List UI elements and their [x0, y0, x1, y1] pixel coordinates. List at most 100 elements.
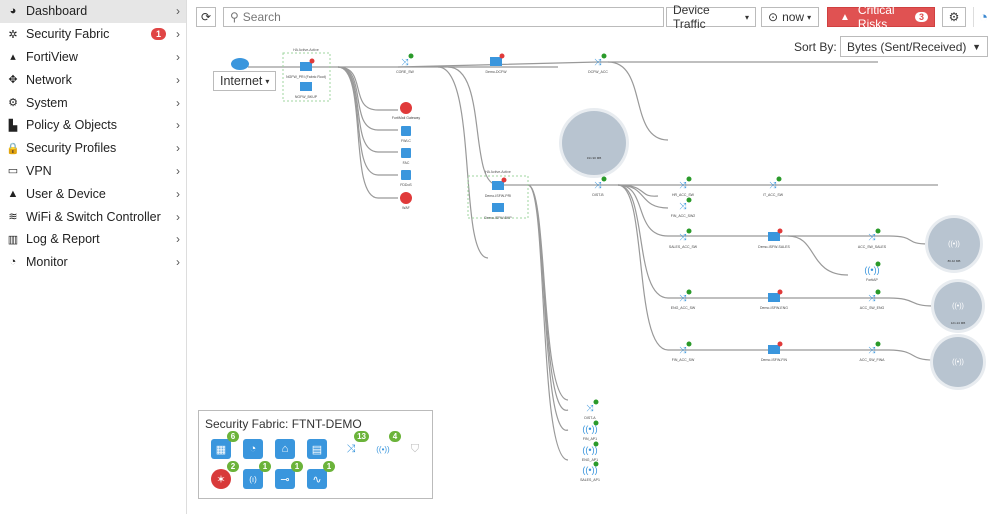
status-dot	[686, 341, 692, 347]
node-eng-ap1[interactable]: ((•))ENG_AP1	[582, 441, 599, 463]
node-label: FDDoS	[400, 183, 412, 187]
fortigate-icon[interactable]: ▦6	[211, 431, 239, 459]
chevron-right-icon: ›	[176, 95, 180, 110]
status-dot	[601, 53, 607, 59]
sidebar-item-monitor[interactable]: ◔Monitor›	[0, 251, 186, 274]
settings-button[interactable]: ⚙	[942, 7, 966, 27]
fortiwlc-icon[interactable]: (ı)1	[243, 461, 271, 489]
sidebar-item-security-profiles[interactable]: 🔒Security Profiles›	[0, 137, 186, 160]
svg-text:⤨: ⤨	[401, 57, 409, 67]
svg-text:((•)): ((•))	[864, 265, 879, 275]
status-dot	[875, 261, 881, 267]
fortiap-icon[interactable]: ((•))4	[373, 431, 401, 459]
node-ngfw-pri-fabric-root-[interactable]: NGFW_PRI (Fabric Root)	[286, 58, 326, 80]
node-it-acc-sw[interactable]: ⤨IT_ACC_SW	[763, 176, 784, 198]
traffic-bubble[interactable]: 191.90 MB	[559, 108, 629, 178]
sort-by-label: Sort By:	[794, 40, 837, 54]
node-dcfw-acc[interactable]: ⤨DCFW_ACC	[588, 53, 608, 75]
traffic-bubble[interactable]: ((•))86.42 MB	[925, 215, 983, 273]
search-input[interactable]: ⚲Search	[223, 7, 664, 27]
sidebar-item-system[interactable]: ⚙System›	[0, 91, 186, 114]
node-fddos[interactable]: FDDoS	[400, 170, 412, 187]
refresh-button[interactable]: ⟳	[196, 7, 216, 27]
sidebar-item-vpn[interactable]: ▭VPN›	[0, 160, 186, 183]
monitor-icon: ◔	[9, 256, 17, 269]
node-demo-dcfw[interactable]: Demo-DCFW	[486, 53, 508, 75]
chevron-right-icon: ›	[176, 118, 180, 133]
node-demo-isfw-fin[interactable]: Demo-ISFW-FIN	[761, 341, 787, 363]
node-eng-acc-sw[interactable]: ⤨ENG_ACC_SW	[671, 289, 696, 311]
link-line	[607, 61, 669, 141]
status-dot	[686, 197, 692, 203]
node-hr-acc-sw[interactable]: ⤨HR_ACC_SW	[672, 176, 695, 198]
sidebar-item-user-device[interactable]: ▲User & Device›	[0, 182, 186, 205]
node-sales-ap1[interactable]: ((•))SALES_AP1	[580, 461, 600, 483]
svg-text:⤨: ⤨	[679, 180, 687, 190]
status-dot	[309, 58, 315, 64]
fortisandbox-icon[interactable]: ⌂	[275, 439, 295, 459]
node-fwlc[interactable]: FWLC	[401, 126, 411, 143]
device-traffic-dropdown[interactable]: Device Traffic▾	[666, 3, 756, 31]
node-fac[interactable]: FAC	[401, 148, 411, 165]
sidebar-item-log-report[interactable]: ▥Log & Report›	[0, 228, 186, 251]
sidebar-item-dashboard[interactable]: ◕Dashboard›	[0, 0, 186, 23]
link-line	[787, 235, 849, 276]
policy-icon: ▙	[8, 119, 18, 132]
node-label: ACC_SW_FINA	[860, 358, 886, 362]
timer-icon[interactable]: ◔	[973, 7, 993, 27]
sidebar-item-fortiview[interactable]: ▴FortiView›	[0, 46, 186, 69]
time-dropdown[interactable]: ⊙now▾	[761, 7, 819, 27]
wifi-icon: ((•))	[952, 359, 964, 366]
node-fortiap[interactable]: ((•)) FortiAP	[864, 261, 881, 283]
link-line	[447, 66, 938, 186]
sidebar-item-network[interactable]: ✥Network›	[0, 68, 186, 91]
node-sales-acc-sw[interactable]: ⤨SALES_ACC_SW	[669, 228, 698, 250]
internet-dropdown[interactable]: Internet▾	[213, 71, 277, 91]
node-fin-acc-sw2[interactable]: ⤨FIN_ACC_SW2	[671, 197, 696, 219]
node-label: DIST-A	[584, 416, 596, 420]
node-demo-isfw-eng[interactable]: Demo-ISFW-ENG	[760, 289, 788, 311]
fortimanager-icon[interactable]: ▤	[307, 439, 327, 459]
sidebar-item-policy-objects[interactable]: ▙Policy & Objects›	[0, 114, 186, 137]
node-acc-sw-sales[interactable]: ⤨ACC_SW_SALES	[858, 228, 887, 250]
link-line	[617, 184, 929, 245]
node-fin-acc-sw[interactable]: ⤨FIN_ACC_SW	[672, 341, 695, 363]
sidebar-item-wifi-switch-controller[interactable]: ≋WiFi & Switch Controller›	[0, 205, 186, 228]
node-label: DCFW_ACC	[588, 70, 608, 74]
svg-text:⤨: ⤨	[594, 180, 602, 190]
node-demo-isfw-bkp[interactable]: Demo-ISFW-BKP	[484, 203, 512, 220]
forticlient-icon[interactable]: ⛉	[410, 442, 420, 455]
node-acc-sw-fina[interactable]: ⤨ACC_SW_FINA	[860, 341, 886, 363]
chevron-right-icon: ›	[176, 186, 180, 201]
sort-by-select[interactable]: Bytes (Sent/Received)▼	[840, 36, 988, 57]
chevron-right-icon: ›	[176, 232, 180, 247]
fortiauthenticator-icon[interactable]: ⊸1	[275, 461, 303, 489]
traffic-bubble[interactable]: ((•))	[930, 334, 986, 390]
node-waf[interactable]: WAF	[400, 192, 412, 210]
node-ngfw-bkup[interactable]: NGFW_BKUP	[295, 82, 318, 99]
node-demo-isfw-pri[interactable]: Demo-ISFW-PRI	[485, 177, 511, 199]
node-label: FortiAP	[866, 278, 878, 282]
dashboard-icon: ◕	[9, 5, 17, 18]
fortianalyzer-icon[interactable]: ◔	[243, 439, 263, 459]
node-label: IT_ACC_SW	[763, 193, 784, 197]
fortiddos-icon[interactable]: ∿1	[307, 461, 335, 489]
lock-icon: 🔒	[6, 142, 20, 155]
node-fortimail-gateway[interactable]: FortiMail Gateway	[392, 102, 420, 120]
traffic-bubble[interactable]: ((•))121.24 MB	[931, 279, 985, 333]
node-demo-isfw-sales[interactable]: Demo-ISFW-SALES	[758, 228, 790, 250]
node-dist-a[interactable]: ⤨DIST-A	[584, 399, 599, 421]
sidebar-item-label: Security Fabric	[26, 27, 110, 42]
node-core-sw[interactable]: ⤨CORE_SW	[396, 53, 415, 75]
fortimail-icon[interactable]: ✶2	[211, 461, 239, 489]
fortiswitch-icon[interactable]: ⤨13	[341, 431, 369, 459]
node-fin-ap1[interactable]: ((•))FIN_AP1	[582, 420, 599, 442]
node-label: FIN_ACC_SW	[672, 358, 695, 362]
node-acc-sw-eng[interactable]: ⤨ACC_SW_ENG	[860, 289, 885, 311]
ha-group	[467, 175, 529, 219]
node-label: FAC	[403, 161, 410, 165]
node-label: WAF	[402, 206, 410, 210]
node-dist-b[interactable]: ⤨DIST-B	[592, 176, 607, 198]
